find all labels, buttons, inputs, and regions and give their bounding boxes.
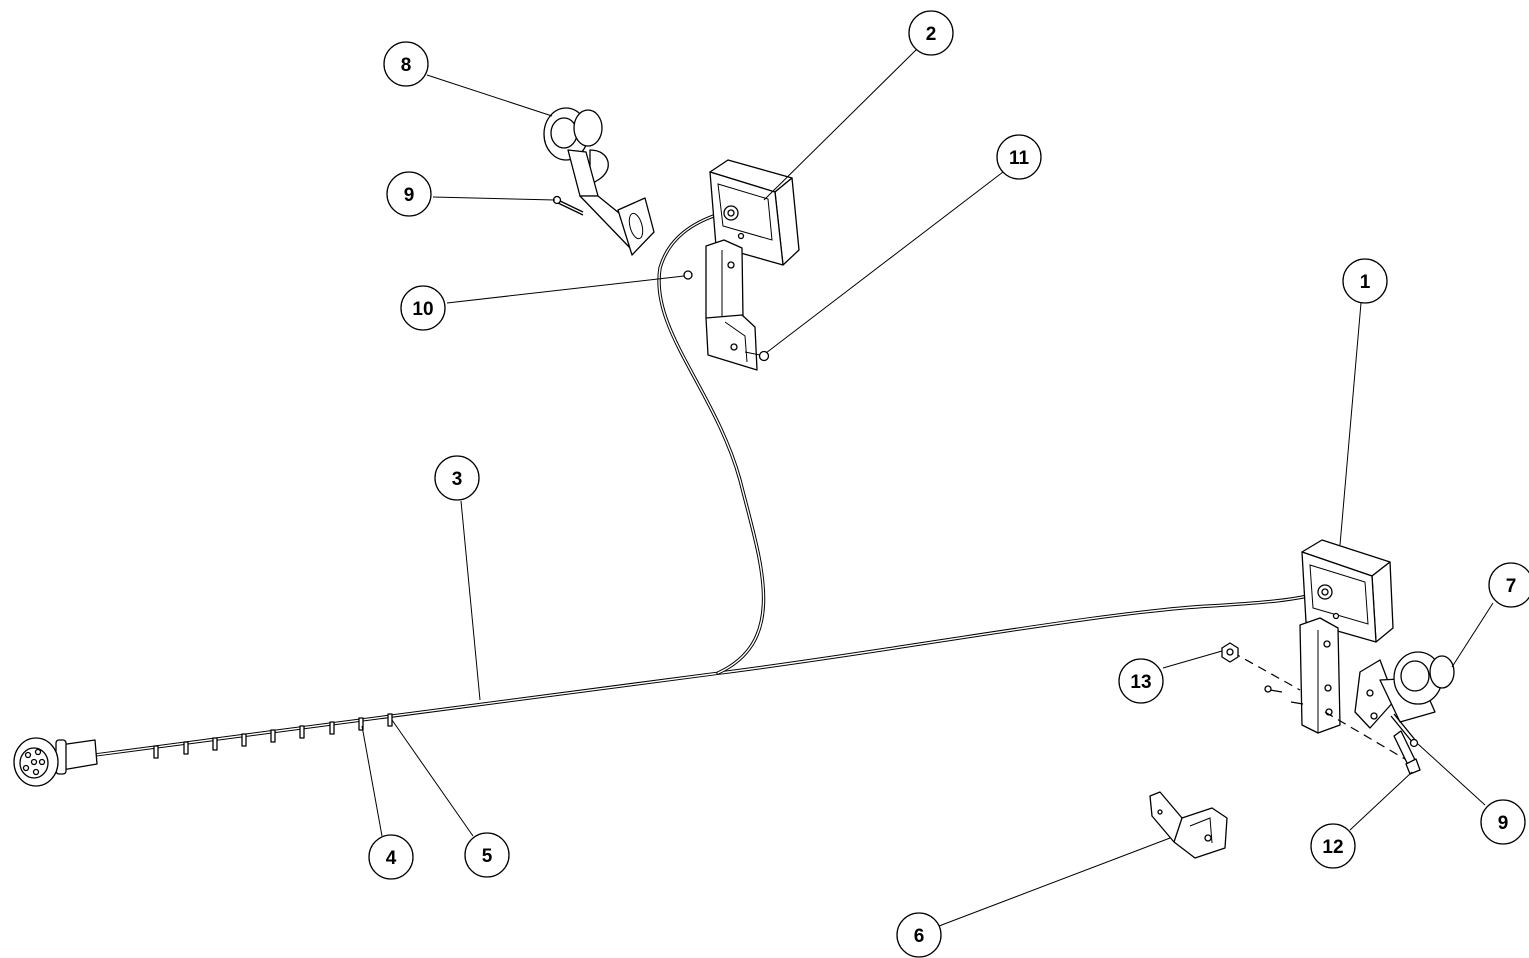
svg-text:12: 12 bbox=[1322, 837, 1343, 858]
nut-10 bbox=[683, 270, 693, 280]
callout-9-top: 9 bbox=[386, 171, 432, 217]
callout-12: 12 bbox=[1310, 823, 1356, 869]
trailer-plug bbox=[13, 737, 98, 787]
callout-6: 6 bbox=[896, 912, 942, 958]
cable-clips bbox=[153, 713, 393, 759]
svg-text:3: 3 bbox=[452, 469, 463, 490]
svg-text:2: 2 bbox=[926, 24, 937, 45]
clamp-bracket-6 bbox=[1149, 791, 1228, 859]
screw-9-top bbox=[552, 195, 584, 216]
side-marker-8 bbox=[543, 107, 655, 256]
callout-3: 3 bbox=[434, 455, 480, 501]
svg-text:8: 8 bbox=[401, 55, 412, 76]
callout-1: 1 bbox=[1342, 258, 1388, 304]
callout-10: 10 bbox=[400, 285, 446, 331]
svg-text:11: 11 bbox=[1009, 148, 1030, 169]
callout-2: 2 bbox=[908, 10, 954, 56]
callout-8: 8 bbox=[383, 41, 429, 87]
cable-harness bbox=[93, 210, 1324, 757]
lamp-bracket-right bbox=[1299, 617, 1341, 734]
bolt-11 bbox=[744, 350, 770, 362]
svg-text:1: 1 bbox=[1360, 272, 1371, 293]
side-marker-7 bbox=[1354, 651, 1455, 729]
callout-9-right: 9 bbox=[1480, 799, 1526, 845]
callout-7: 7 bbox=[1488, 562, 1529, 608]
callout-5: 5 bbox=[464, 832, 510, 878]
callout-11: 11 bbox=[996, 134, 1042, 180]
svg-text:9: 9 bbox=[404, 185, 415, 206]
hardware-right bbox=[1221, 642, 1421, 775]
svg-text:13: 13 bbox=[1130, 672, 1151, 693]
tail-lamp-right bbox=[1301, 539, 1394, 643]
svg-text:10: 10 bbox=[412, 299, 433, 320]
callout-13: 13 bbox=[1118, 658, 1164, 704]
svg-text:5: 5 bbox=[482, 846, 493, 867]
leader-lines bbox=[361, 47, 1494, 927]
svg-text:6: 6 bbox=[914, 926, 925, 947]
lamp-bracket-left bbox=[705, 239, 758, 371]
callout-4: 4 bbox=[368, 834, 414, 880]
svg-text:7: 7 bbox=[1506, 576, 1517, 597]
svg-text:9: 9 bbox=[1498, 813, 1509, 834]
svg-text:4: 4 bbox=[386, 848, 397, 869]
